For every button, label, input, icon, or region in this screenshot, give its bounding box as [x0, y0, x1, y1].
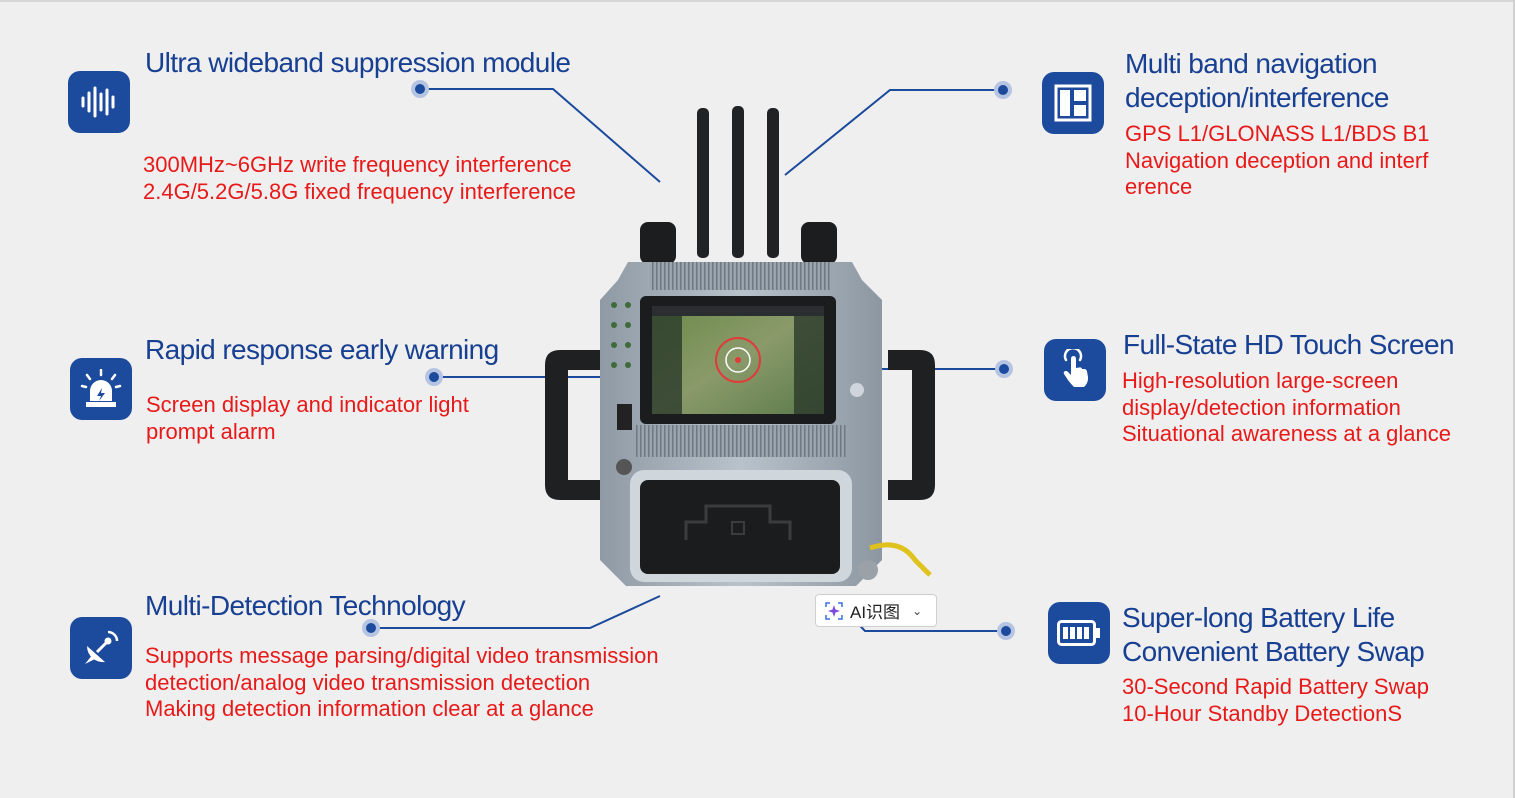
- jammer-device-image: [545, 106, 935, 586]
- feature-title-touch: Full-State HD Touch Screen: [1123, 329, 1455, 360]
- satellite-dish-icon: [85, 630, 119, 664]
- sound-wave-icon: [81, 86, 115, 118]
- feature-title-detection: Multi-Detection Technology: [145, 590, 466, 621]
- touch-hand-icon: [1063, 349, 1089, 387]
- ai-sparkle-icon: [825, 601, 843, 620]
- feature-title-navigation: Multi band navigation deception/interfer…: [1125, 48, 1389, 113]
- connector-dot-battery: [997, 622, 1015, 640]
- feature-desc-touch: High-resolution large-screen display/det…: [1122, 368, 1451, 446]
- feature-icon-battery: [1048, 602, 1110, 664]
- top-divider: [0, 0, 1515, 2]
- ai-recognition-label: AI识图: [850, 603, 901, 622]
- connector-dot-touch: [995, 360, 1013, 378]
- feature-desc-suppression: 300MHz~6GHz write frequency interference…: [143, 152, 576, 204]
- feature-icon-touch: [1044, 339, 1106, 401]
- connector-dot-warning: [425, 368, 443, 386]
- feature-icon-warning: [70, 358, 132, 420]
- feature-title-suppression: Ultra wideband suppression module: [145, 47, 571, 78]
- feature-icon-navigation: [1042, 72, 1104, 134]
- connector-dot-detection: [362, 619, 380, 637]
- feature-title-warning: Rapid response early warning: [145, 334, 499, 365]
- connector-dot-suppression: [411, 80, 429, 98]
- feature-desc-warning: Screen display and indicator light promp…: [146, 392, 469, 444]
- alarm-light-icon: [80, 369, 122, 407]
- feature-icon-suppression: [68, 71, 130, 133]
- feature-desc-navigation: GPS L1/GLONASS L1/BDS B1 Navigation dece…: [1125, 121, 1430, 199]
- feature-icon-detection: [70, 617, 132, 679]
- feature-desc-detection: Supports message parsing/digital video t…: [145, 643, 659, 721]
- chevron-down-icon[interactable]: ⌄: [912, 603, 923, 618]
- ai-recognition-button[interactable]: AI识图 ⌄: [815, 594, 937, 627]
- feature-desc-battery: 30-Second Rapid Battery Swap 10-Hour Sta…: [1122, 674, 1429, 726]
- right-scroll-edge: [1513, 0, 1515, 798]
- connector-dot-navigation: [994, 81, 1012, 99]
- feature-title-battery: Super-long Battery Life Convenient Batte…: [1122, 602, 1425, 667]
- layout-icon: [1054, 84, 1092, 122]
- battery-icon: [1057, 620, 1100, 646]
